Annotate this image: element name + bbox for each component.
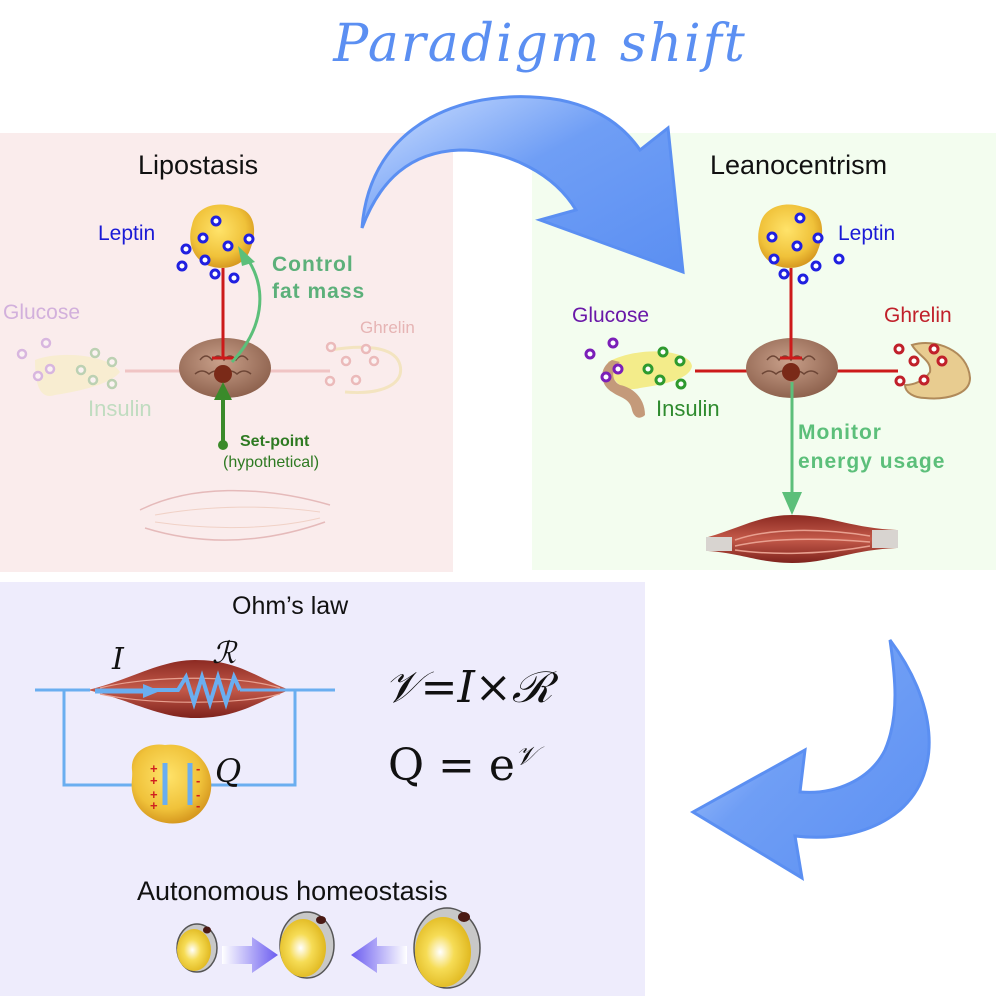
circuit-wire [62, 690, 165, 787]
svg-text:+: + [150, 787, 158, 802]
fat-tissue-icon [190, 204, 255, 268]
monitor-label-line2: energy usage [798, 450, 946, 473]
paradigm-shift-arrow [360, 95, 685, 275]
glucose-label-faded: Glucose [3, 301, 81, 324]
faded-muscle-icon [139, 489, 331, 541]
leptin-molecules [766, 212, 845, 285]
control-label-line2: fat mass [272, 280, 366, 303]
svg-text:-: - [196, 787, 200, 802]
set-point-label: Set-point [240, 433, 310, 450]
ghrelin-label-faded: Ghrelin [360, 318, 415, 337]
page-title: Paradigm shift [333, 14, 747, 74]
svg-text:-: - [196, 773, 200, 788]
ohm-circuit: ++++ ---- [35, 660, 481, 989]
svg-text:+: + [150, 761, 158, 776]
glucose-molecules [584, 337, 624, 383]
insulin-label-faded: Insulin [88, 396, 152, 421]
leptin-molecules [176, 215, 255, 284]
leptin-label: Leptin [838, 222, 896, 245]
left-arrow-icon [351, 937, 407, 973]
leptin-label: Leptin [98, 222, 156, 245]
resistance-label: ℛ [212, 636, 236, 671]
ohms-law-title: Ohm’s law [232, 592, 349, 620]
charge-equation-base: Q = e [388, 740, 515, 791]
adipocyte-cells [176, 907, 481, 989]
charge-equation: Q = e𝒱 [388, 740, 537, 791]
faded-pancreas-group [16, 337, 403, 396]
insulin-molecules [642, 346, 687, 390]
svg-text:-: - [196, 761, 200, 776]
charge-equation-exponent: 𝒱 [514, 741, 537, 772]
lipostasis-diagram [16, 204, 403, 541]
leanocentrism-diagram [584, 204, 972, 563]
monitor-label-line1: Monitor [798, 421, 882, 444]
svg-text:+: + [150, 773, 158, 788]
right-arrow-icon [222, 937, 278, 973]
control-label-line1: Control [272, 253, 354, 276]
leanocentrism-title: Leanocentrism [710, 150, 888, 180]
insulin-label: Insulin [656, 396, 720, 421]
fat-tissue-icon [758, 204, 823, 268]
return-arrow [690, 639, 931, 881]
ghrelin-molecules [893, 343, 948, 387]
current-label: I [112, 642, 124, 677]
hypothalamus-icon [782, 363, 800, 381]
set-point-note: (hypothetical) [223, 454, 320, 471]
ghrelin-label: Ghrelin [884, 304, 952, 327]
svg-text:-: - [196, 798, 200, 813]
control-fat-mass-arrow [230, 254, 262, 364]
svg-text:+: + [150, 798, 158, 813]
glucose-label: Glucose [572, 304, 650, 327]
autonomous-homeostasis-title: Autonomous homeostasis [137, 876, 448, 906]
hypothalamus-icon [214, 365, 232, 383]
resistor-icon [150, 670, 242, 710]
charge-label: Q [215, 752, 242, 790]
lipostasis-title: Lipostasis [138, 150, 259, 180]
ohms-law-equation: 𝒱=I×ℛ [384, 662, 553, 713]
